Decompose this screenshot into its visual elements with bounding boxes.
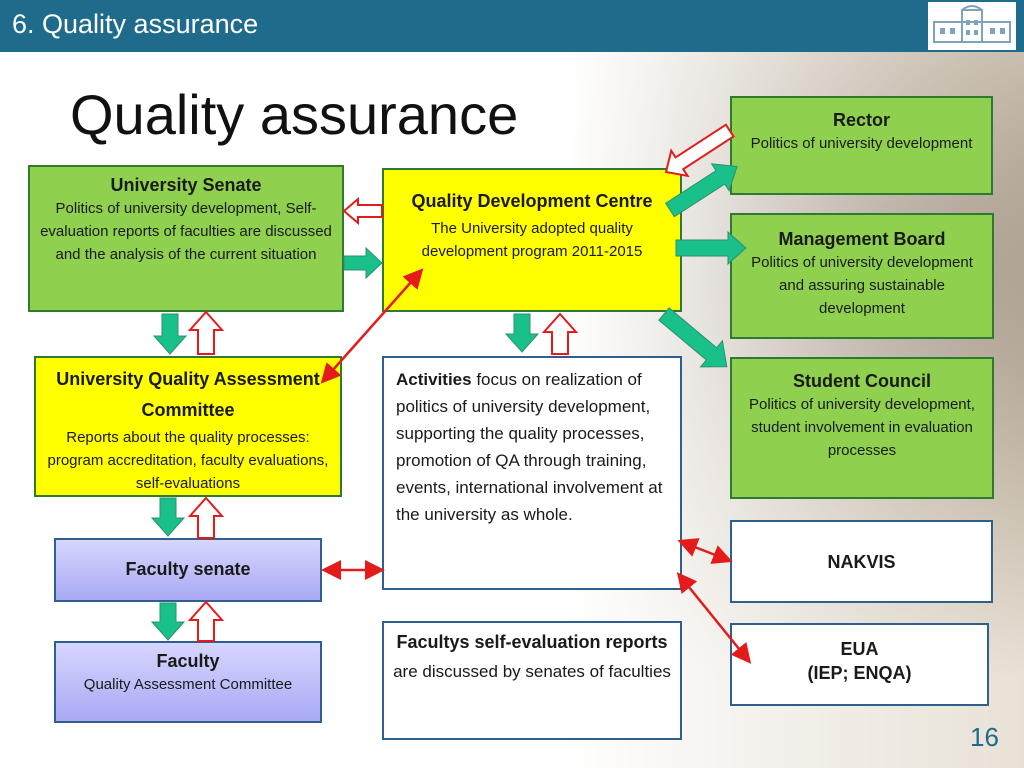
uqac-to-faculty-senate-arrow [150, 497, 186, 537]
section-title: 6. Quality assurance [12, 9, 259, 39]
management-board-box: Management Board Politics of university … [730, 213, 994, 339]
uqac-title: University Quality Assessment Committee [56, 369, 320, 420]
senate-from-qdc-arrow [342, 196, 383, 226]
qdc-to-activities-arrow [504, 313, 540, 353]
university-senate-box: University Senate Politics of university… [28, 165, 344, 312]
activities-to-qdc-arrow [541, 312, 579, 355]
rector-to-qdc-arrow [664, 123, 735, 178]
uqac-body: Reports about the quality processes: pro… [47, 429, 329, 492]
senate-to-uqac-arrow [152, 313, 188, 355]
self-evaluation-reports-box: Facultys self-evaluation reports are dis… [382, 621, 682, 740]
eua-title: EUA [840, 639, 879, 659]
faculty-title: Faculty [156, 651, 220, 671]
management-board-body: Politics of university development and a… [751, 254, 973, 317]
activities-box: Activities focus on realization of polit… [382, 356, 682, 590]
university-senate-title: University Senate [110, 175, 262, 195]
management-board-title: Management Board [778, 229, 946, 249]
faculty-to-faculty-senate-arrow [187, 600, 225, 642]
uqac-to-senate-arrow [187, 310, 225, 355]
student-council-title: Student Council [793, 371, 931, 391]
university-logo [928, 2, 1016, 50]
qdc-to-student-arrow [658, 307, 728, 368]
nakvis-title: NAKVIS [827, 552, 896, 572]
student-council-body: Politics of university development, stud… [749, 396, 975, 459]
qdc-to-rector-arrow [664, 163, 738, 218]
building-icon [933, 5, 1011, 43]
faculty-senate-title: Faculty senate [125, 559, 251, 579]
activities-eua-double-arrow [676, 572, 752, 664]
qdc-uqac-double-arrow [320, 268, 424, 384]
faculty-body: Quality Assessment Committee [83, 676, 293, 693]
reports-body: are discussed by senates of faculties [393, 662, 671, 681]
student-council-box: Student Council Politics of university d… [730, 357, 994, 499]
faculty-box: Faculty Quality Assessment Committee [54, 641, 322, 723]
rector-box: Rector Politics of university developmen… [730, 96, 993, 195]
eua-body: (IEP; ENQA) [807, 663, 912, 683]
rector-title: Rector [832, 110, 890, 130]
uqac-box: University Quality Assessment Committee … [34, 356, 342, 497]
faculty-senate-box: Faculty senate [54, 538, 322, 602]
slide-title: Quality assurance [70, 83, 519, 146]
activities-nakvis-double-arrow [677, 538, 733, 564]
rector-body: Politics of university development [750, 135, 973, 152]
activities-body: focus on realization of politics of univ… [396, 370, 663, 524]
university-senate-body: Politics of university development, Self… [40, 200, 332, 263]
faculty-senate-to-faculty-arrow [150, 602, 186, 641]
senate-to-qdc-arrow [343, 246, 383, 280]
faculty-senate-to-uqac-arrow [187, 496, 225, 539]
page-number: 16 [970, 722, 999, 752]
qdc-body: The University adopted quality developme… [421, 220, 643, 260]
qdc-title: Quality Development Centre [411, 191, 653, 211]
qdc-to-management-arrow [675, 230, 747, 266]
header-bar: 6. Quality assurance [0, 0, 1024, 52]
nakvis-box: NAKVIS [730, 520, 993, 603]
reports-title: Facultys self-evaluation reports [396, 632, 668, 652]
eua-box: EUA (IEP; ENQA) [730, 623, 989, 706]
